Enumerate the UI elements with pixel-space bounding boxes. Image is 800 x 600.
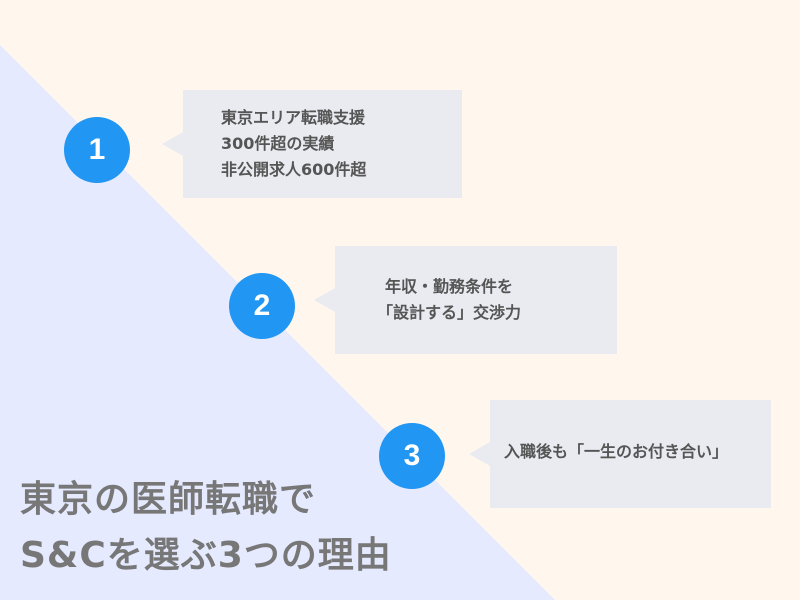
step-3-number: 3 [403, 439, 421, 472]
step-3-text: 入職後も「一生のお付き合い」 [504, 442, 728, 465]
step-1-line-3: 非公開求人600件超 [221, 160, 367, 179]
step-2-callout: 年収・勤務条件を 「設計する」交渉力 [314, 246, 617, 354]
step-2-badge: 2 [229, 273, 295, 339]
step-1-line-2: 300件超の実績 [221, 134, 335, 153]
step-3-callout: 入職後も「一生のお付き合い」 [469, 400, 771, 508]
step-1-badge: 1 [64, 117, 130, 183]
step-1-callout: 東京エリア転職支援 300件超の実績 非公開求人600件超 [162, 90, 462, 198]
step-1-text: 東京エリア転職支援 300件超の実績 非公開求人600件超 [221, 105, 366, 183]
title-line-1: 東京の医師転職で [20, 479, 317, 520]
step-2-line-1: 年収・勤務条件を [385, 277, 514, 296]
page-title: 東京の医師転職で S&Cを選ぶ3つの理由 [20, 472, 392, 584]
step-2-text: 年収・勤務条件を 「設計する」交渉力 [377, 274, 521, 326]
step-3-line-1: 入職後も「一生のお付き合い」 [504, 442, 729, 461]
step-1-line-1: 東京エリア転職支援 [221, 108, 366, 127]
step-1-number: 1 [88, 133, 106, 166]
step-2-line-2: 「設計する」交渉力 [377, 303, 522, 322]
title-line-2: S&Cを選ぶ3つの理由 [20, 535, 392, 576]
step-3-badge: 3 [379, 423, 445, 489]
step-2-number: 2 [253, 289, 271, 322]
